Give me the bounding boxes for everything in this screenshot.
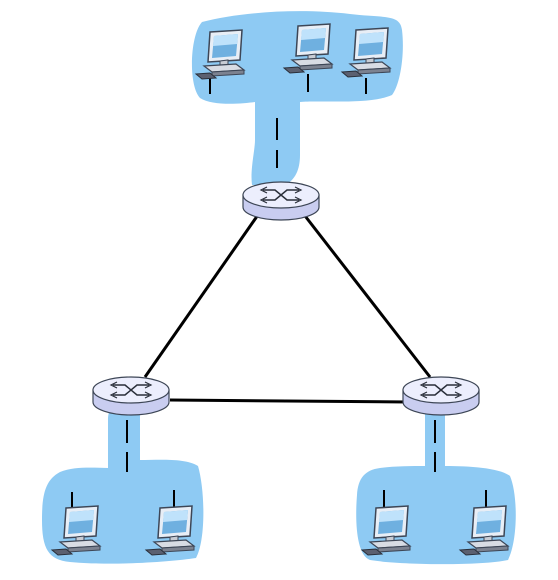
router-left (92, 376, 170, 416)
router-top (242, 181, 320, 221)
link-top-left (143, 211, 262, 378)
router-icon (402, 376, 480, 416)
link-top-right (300, 211, 432, 378)
subnet-top (191, 11, 403, 185)
router-links (143, 211, 432, 404)
router-icon (242, 181, 320, 221)
access-lines (71, 74, 487, 508)
router-icon (92, 376, 170, 416)
router-right (402, 376, 480, 416)
link-left-right (169, 398, 409, 404)
